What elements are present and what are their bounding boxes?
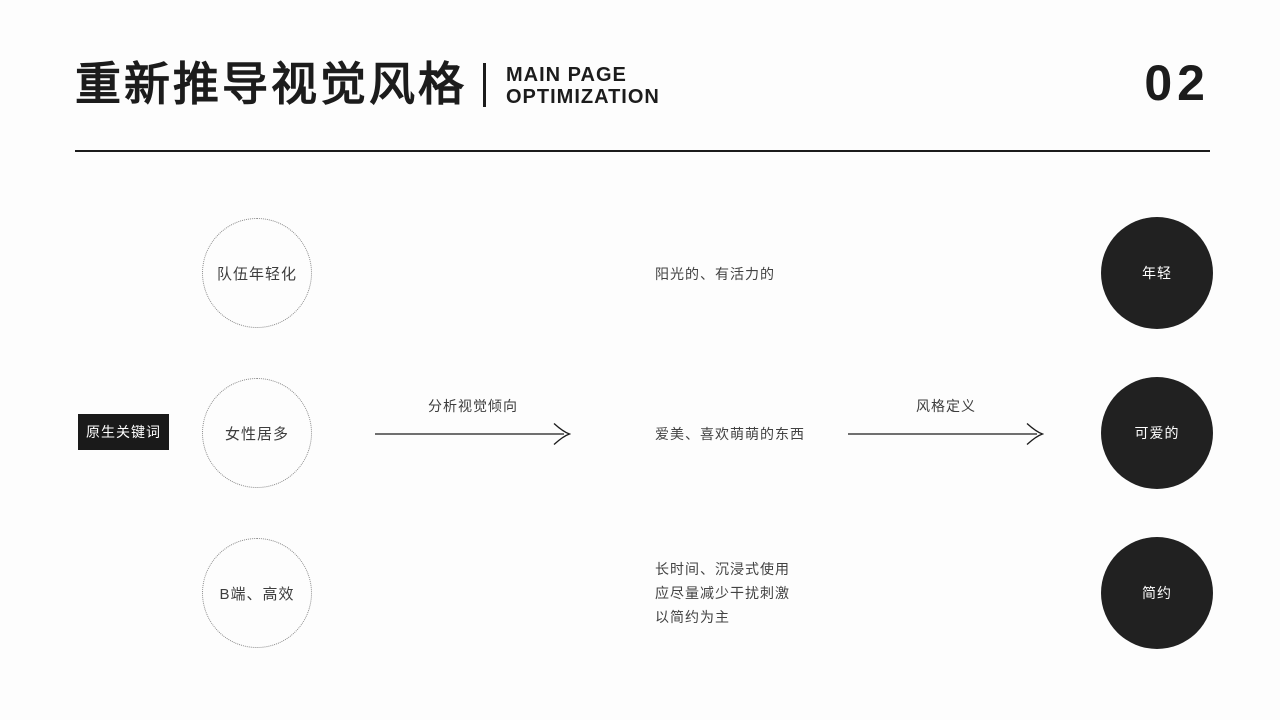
right-arrow-icon xyxy=(375,423,571,445)
title-group: 重新推导视觉风格 MAIN PAGE OPTIMIZATION xyxy=(75,56,660,114)
tendency-text: 阳光的、有活力的 xyxy=(655,262,775,286)
style-label: 可爱的 xyxy=(1134,425,1180,441)
keyword-label: B端、高效 xyxy=(219,585,295,603)
page-number: 02 xyxy=(1144,55,1210,111)
tendency-line: 长时间、沉浸式使用 xyxy=(655,561,790,577)
header-rule xyxy=(75,150,1210,152)
subtitle-line-2: OPTIMIZATION xyxy=(506,86,660,109)
keyword-label: 女性居多 xyxy=(224,425,289,443)
keyword-circle: B端、高效 xyxy=(202,538,312,648)
style-circle: 年轻 xyxy=(1101,217,1213,329)
tendency-text: 长时间、沉浸式使用 应尽量减少干扰刺激 以简约为主 xyxy=(655,557,790,629)
style-circle: 简约 xyxy=(1101,537,1213,649)
keyword-circle: 女性居多 xyxy=(202,378,312,488)
subtitle-line-1: MAIN PAGE xyxy=(506,63,627,86)
slide-header: 重新推导视觉风格 MAIN PAGE OPTIMIZATION 02 xyxy=(75,56,1210,114)
arrow-analyze: 分析视觉倾向 xyxy=(375,396,571,447)
tendency-line: 以简约为主 xyxy=(655,609,730,625)
style-label: 年轻 xyxy=(1142,265,1172,281)
style-label: 简约 xyxy=(1142,585,1172,601)
keyword-circle: 队伍年轻化 xyxy=(202,218,312,328)
style-circle: 可爱的 xyxy=(1101,377,1213,489)
page-subtitle: MAIN PAGE OPTIMIZATION xyxy=(506,61,660,109)
keyword-label: 队伍年轻化 xyxy=(216,265,297,283)
tendency-line: 爱美、喜欢萌萌的东西 xyxy=(655,426,805,442)
arrow-style-define: 风格定义 xyxy=(848,396,1044,447)
tendency-line: 阳光的、有活力的 xyxy=(655,266,775,282)
arrow-style-define-label: 风格定义 xyxy=(916,398,976,414)
source-keywords-label: 原生关键词 xyxy=(78,414,169,450)
title-divider xyxy=(483,62,486,107)
page-title: 重新推导视觉风格 xyxy=(75,58,467,110)
arrow-analyze-label: 分析视觉倾向 xyxy=(428,398,518,414)
tendency-text: 爱美、喜欢萌萌的东西 xyxy=(655,422,805,446)
tendency-line: 应尽量减少干扰刺激 xyxy=(655,585,790,601)
right-arrow-icon xyxy=(848,423,1044,445)
